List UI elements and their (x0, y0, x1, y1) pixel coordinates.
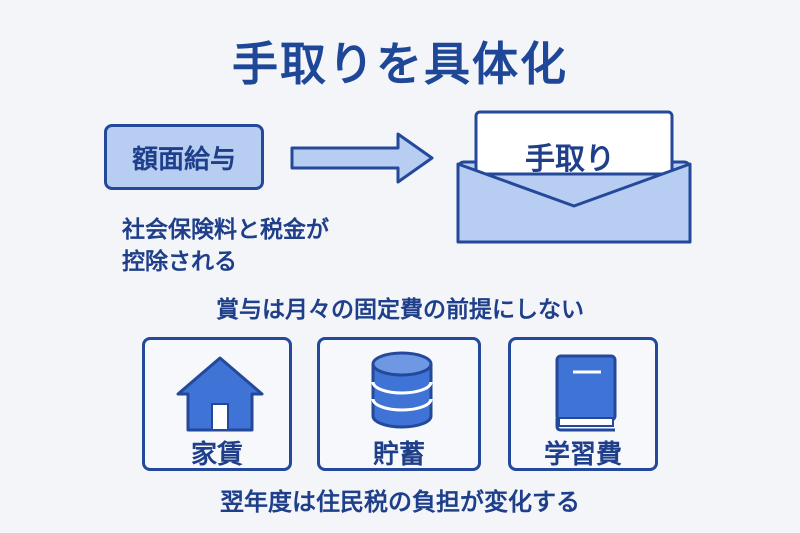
deduction-note: 社会保険料と税金が 控除される (122, 214, 422, 278)
deduction-line: 控除される (122, 249, 237, 275)
book-icon (555, 354, 617, 432)
gross-salary-box: 額面給与 (104, 124, 264, 190)
net-pay-label: 手取り (525, 142, 615, 177)
arrow-right-icon (290, 132, 434, 184)
education-card: 学習費 (508, 337, 658, 471)
rent-card: 家賃 (142, 337, 292, 471)
house-icon (176, 356, 264, 432)
coin-stack-icon (371, 351, 433, 429)
rent-label: 家賃 (190, 440, 243, 470)
savings-label: 貯蓄 (372, 440, 425, 470)
savings-card: 貯蓄 (317, 337, 481, 471)
bonus-note: 賞与は月々の固定費の前提にしない (216, 297, 584, 323)
education-label: 学習費 (543, 440, 622, 470)
gross-salary-label: 額面給与 (131, 144, 236, 175)
footer-note: 翌年度は住民税の負担が変化する (220, 488, 580, 516)
envelope-icon (456, 110, 692, 244)
deduction-line: 社会保険料と税金が (122, 217, 329, 243)
page-title: 手取りを具体化 (232, 37, 568, 91)
